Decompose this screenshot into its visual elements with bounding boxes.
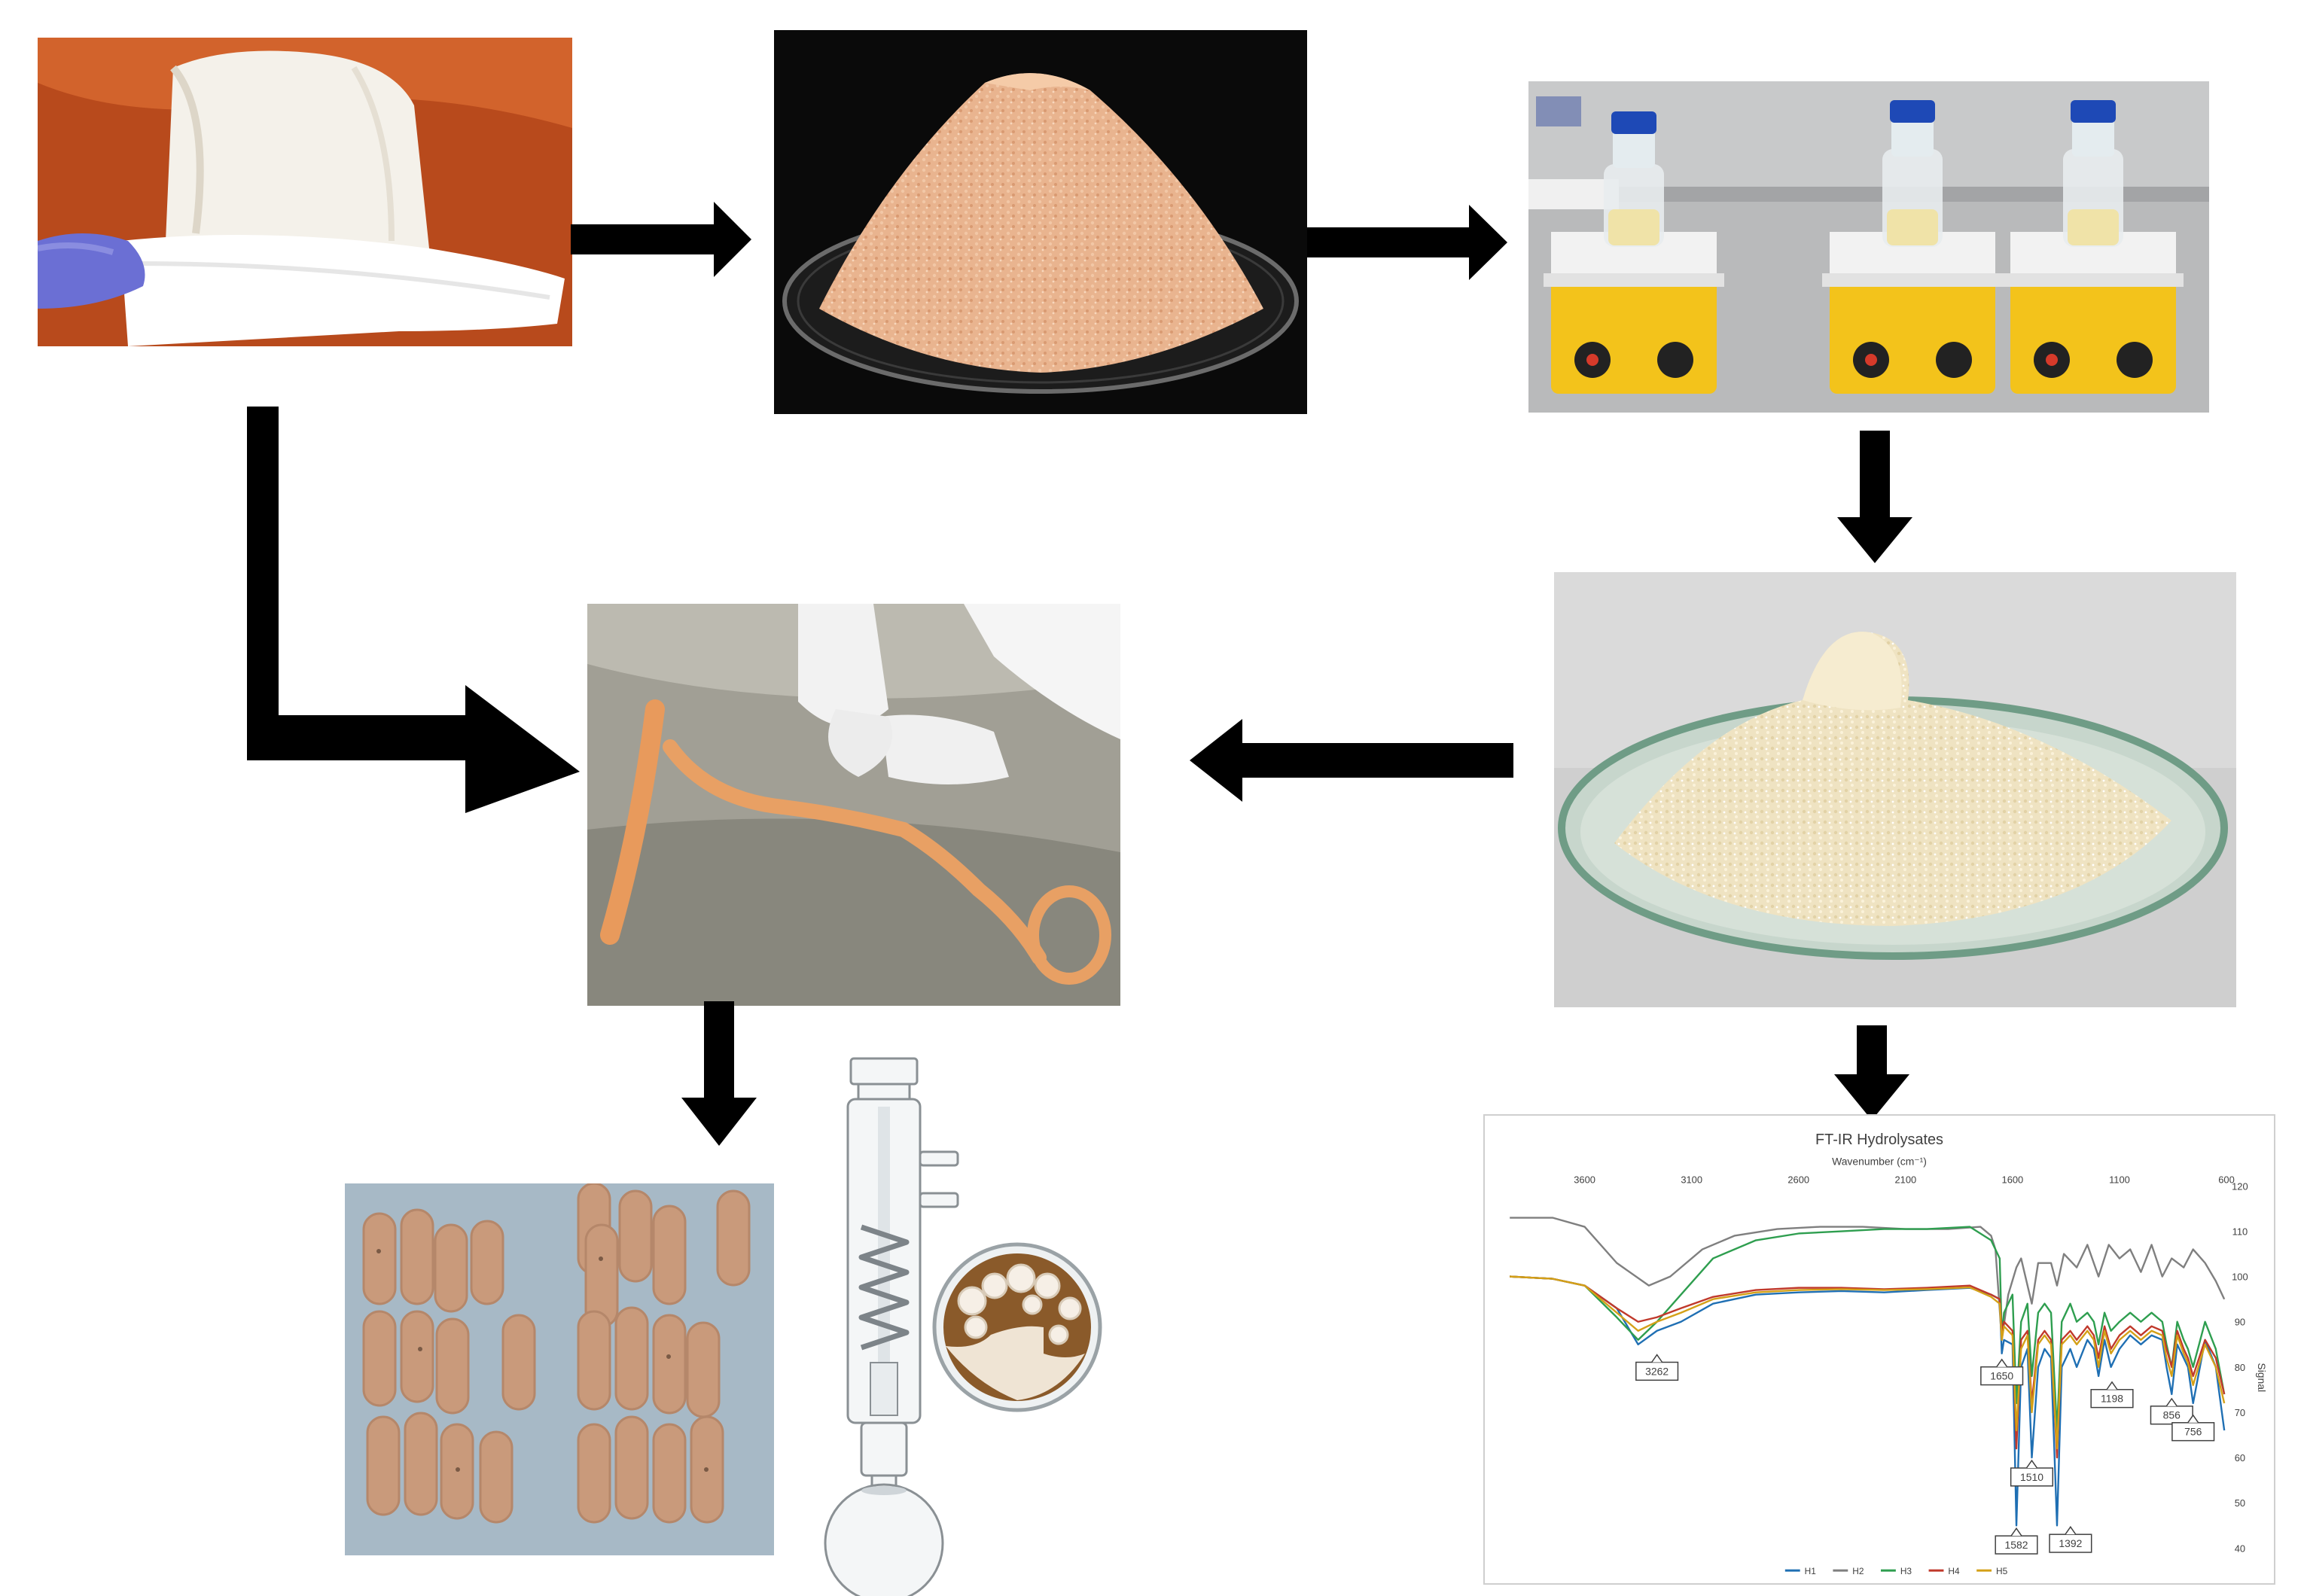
- hydrolysate-powder-photo: [1554, 572, 2236, 1007]
- soxhlet-extractor-illustration: [809, 1054, 959, 1596]
- series-line-h5: [1510, 1275, 2226, 1450]
- annotation-callout: 3262: [1635, 1354, 1679, 1381]
- annotation-label: 856: [2163, 1409, 2181, 1421]
- arrow-right-1: [571, 202, 751, 277]
- y-tick-label: 90: [2235, 1317, 2245, 1328]
- annotation-label: 1198: [2101, 1393, 2123, 1405]
- legend-label: H5: [1996, 1566, 2008, 1576]
- legend-label: H3: [1900, 1566, 1912, 1576]
- annotation-label: 1650: [1990, 1370, 2013, 1382]
- arrow-down-3: [1834, 1025, 1909, 1120]
- protein-powder-photo: [774, 30, 1307, 414]
- annotation-label: 756: [2184, 1426, 2202, 1438]
- annotation-callout: 756: [2171, 1414, 2215, 1442]
- sausage-stuffing-photo: [587, 604, 1120, 1006]
- ftir-chart: FT-IR Hydrolysates Wavenumber (cm⁻¹) Sig…: [1483, 1114, 2275, 1585]
- chart-title: FT-IR Hydrolysates: [1815, 1132, 1943, 1148]
- series-line-h3: [1510, 1226, 2226, 1432]
- annotation-label: 3262: [1645, 1365, 1669, 1377]
- x-tick-label: 600: [2218, 1174, 2235, 1185]
- annotation-label: 1582: [2005, 1539, 2028, 1551]
- y-tick-label: 80: [2235, 1362, 2245, 1373]
- y-tick-label: 120: [2232, 1180, 2248, 1192]
- legend-item: H3: [1880, 1566, 1912, 1576]
- annotation-label: 1510: [2020, 1471, 2043, 1483]
- x-tick-label: 2600: [1787, 1174, 1809, 1185]
- arrow-down-2: [681, 1001, 757, 1146]
- y-tick-label: 110: [2232, 1226, 2248, 1237]
- x-tick-label: 1100: [2109, 1174, 2130, 1185]
- annotation-callout: 856: [2150, 1397, 2193, 1425]
- legend-item: H2: [1833, 1566, 1864, 1576]
- y-tick-label: 100: [2232, 1272, 2248, 1283]
- legend-label: H1: [1805, 1566, 1817, 1576]
- sausages-photo: [345, 1183, 774, 1555]
- series-line-h1: [1510, 1275, 2226, 1527]
- y-tick-label: 40: [2235, 1543, 2245, 1554]
- y-tick-label: 70: [2235, 1407, 2245, 1418]
- legend-label: H4: [1948, 1566, 1960, 1576]
- y-axis-label: Signal: [2256, 1363, 2268, 1392]
- legend-item: H5: [1976, 1566, 2008, 1576]
- raw-fish-skin-photo: [38, 38, 572, 346]
- arrow-left-1: [1190, 719, 1513, 802]
- annotation-callout: 1650: [1980, 1358, 2024, 1386]
- annotation-label: 1392: [2059, 1537, 2082, 1549]
- x-tick-label: 3100: [1681, 1174, 1702, 1185]
- arrow-right-2: [1307, 205, 1507, 280]
- x-tick-label: 3600: [1574, 1174, 1595, 1185]
- x-tick-label: 2100: [1894, 1174, 1916, 1185]
- legend-item: H1: [1784, 1566, 1817, 1576]
- legend-label: H2: [1852, 1566, 1864, 1576]
- arrow-down-1: [1837, 431, 1912, 563]
- y-tick-label: 50: [2235, 1497, 2245, 1509]
- elbow-arrow: [247, 407, 580, 813]
- annotation-callout: 1582: [1995, 1527, 2038, 1555]
- x-tick-label: 1600: [2002, 1174, 2024, 1185]
- annotation-callout: 1392: [2049, 1525, 2092, 1553]
- y-tick-label: 60: [2235, 1452, 2245, 1464]
- legend-item: H4: [1928, 1566, 1960, 1576]
- x-axis-label: Wavenumber (cm⁻¹): [1832, 1156, 1927, 1168]
- series-line-h2: [1510, 1217, 2226, 1341]
- stirring-hotplates-photo: [1528, 81, 2209, 413]
- ftir-chart-svg: FT-IR Hydrolysates Wavenumber (cm⁻¹) Sig…: [1510, 1132, 2268, 1576]
- annotation-callout: 1510: [2010, 1459, 2054, 1487]
- annotation-callout: 1198: [2090, 1381, 2134, 1409]
- series-line-h4: [1510, 1275, 2226, 1459]
- petri-dish-culture-illustration: [931, 1241, 1104, 1414]
